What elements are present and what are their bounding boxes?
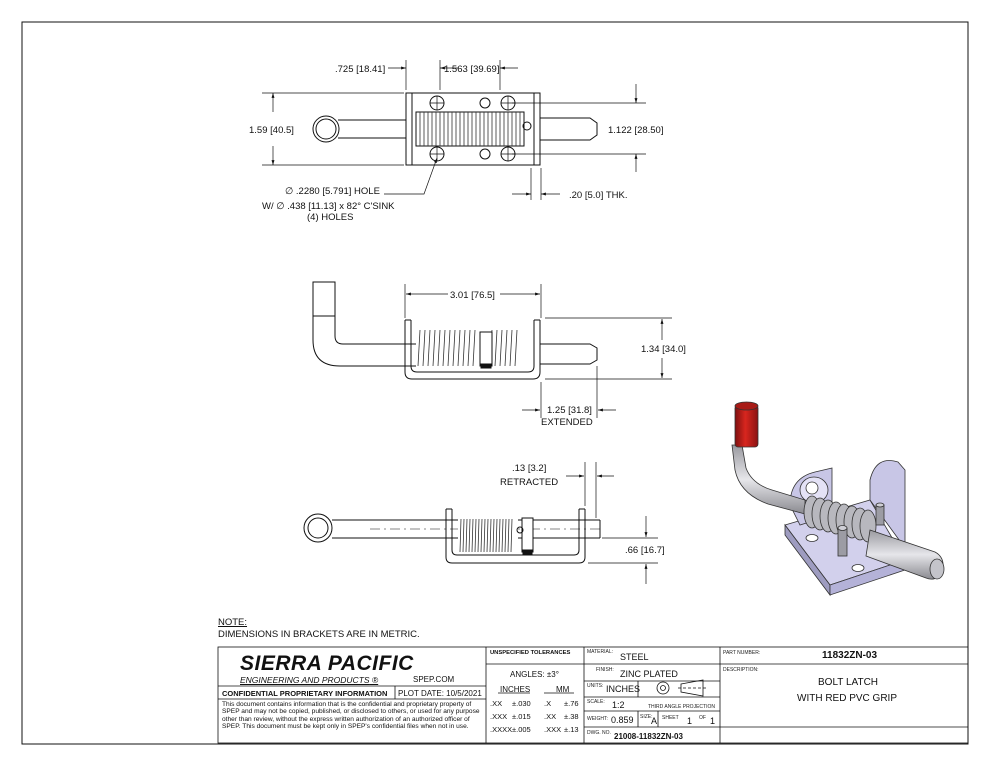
weight-value: 0.859 [611, 715, 634, 725]
material-label: MATERIAL: [587, 649, 614, 655]
sheet-total: 1 [710, 716, 716, 726]
tolerance-row: .XXX ±.015 [490, 712, 531, 721]
dim-bottom-height: .66 [16.7] [625, 545, 665, 556]
dim-side-height: 1.34 [34.0] [641, 344, 686, 355]
top-view [312, 92, 598, 166]
projection-label: THIRD ANGLE PROJECTION [648, 704, 715, 710]
tolerance-row-mm: .X ±.76 [544, 699, 579, 708]
dim-thickness: .20 [5.0] THK. [569, 190, 627, 201]
note-text: DIMENSIONS IN BRACKETS ARE IN METRIC. [218, 629, 420, 640]
hole-note-line-1: ∅ .2280 [5.791] HOLE [285, 186, 380, 197]
scale-label: SCALE: [587, 699, 605, 705]
sheet-value: 1 [687, 716, 693, 726]
units-value: INCHES [606, 684, 641, 694]
part-number-label: PART NUMBER: [723, 650, 761, 656]
tolerance-row-mm: .XX ±.38 [544, 712, 579, 721]
dim-length: 3.01 [76.5] [450, 290, 495, 301]
hole-note-line-2: W/ ∅ .438 [11.13] x 82° C'SINK [262, 201, 395, 212]
description-line-1: BOLT LATCH [818, 677, 879, 688]
size-value: A [651, 716, 658, 726]
dim-hole-span: 1.122 [28.50] [608, 125, 663, 136]
company-website: SPEP.COM [413, 675, 455, 684]
company-logo: SIERRA PACIFIC [240, 652, 414, 675]
description-label: DESCRIPTION: [723, 667, 759, 673]
tolerance-row: .XXXX ±.005 [490, 725, 531, 734]
scale-value: 1:2 [612, 700, 625, 710]
hole-note-line-3: (4) HOLES [307, 212, 353, 223]
third-angle-projection-icon [656, 679, 706, 697]
isometric-render [731, 401, 945, 597]
retracted-label: RETRACTED [500, 477, 558, 488]
confidential-text: This document contains information that … [222, 701, 480, 731]
sheet-of-label: OF [699, 715, 706, 721]
sheet-label: SHEET [662, 715, 679, 721]
tolerance-row: .XX ±.030 [490, 699, 531, 708]
description-line-2: WITH RED PVC GRIP [797, 693, 898, 704]
dim-retracted: .13 [3.2] [512, 463, 546, 474]
bottom-view [303, 508, 601, 564]
sheet-border [21, 21, 969, 745]
material-value: STEEL [620, 652, 649, 662]
plot-date: PLOT DATE: 10/5/2021 [398, 689, 482, 698]
weight-label: WEIGHT: [587, 716, 608, 722]
tolerances-angles: ANGLES: ±3° [510, 670, 559, 679]
dim-offset: .725 [18.41] [335, 64, 385, 75]
dim-extended: 1.25 [31.8] [547, 405, 592, 416]
extended-label: EXTENDED [541, 417, 593, 428]
note-heading: NOTE: [218, 617, 248, 628]
units-label: UNITS: [587, 683, 604, 689]
dwg-no-value: 21008-11832ZN-03 [614, 732, 683, 741]
side-view [312, 281, 598, 380]
tolerances-title: UNSPECIFIED TOLERANCES [490, 650, 571, 656]
dwg-no-label: DWG. NO. [587, 730, 611, 736]
size-label: SIZE: [640, 714, 653, 720]
finish-label: FINISH: [596, 667, 614, 673]
tolerances-mm-header: MM [556, 685, 570, 694]
confidential-title: CONFIDENTIAL PROPRIETARY INFORMATION [222, 689, 388, 698]
dim-height: 1.59 [40.5] [249, 125, 294, 136]
part-number-value: 11832ZN-03 [822, 650, 878, 661]
company-subtitle: ENGINEERING AND PRODUCTS ® [240, 675, 379, 685]
tolerances-inches-header: INCHES [500, 685, 531, 694]
finish-value: ZINC PLATED [620, 669, 678, 679]
tolerance-row-mm: .XXX ±.13 [544, 725, 579, 734]
dim-bracket: 1.563 [39.69] [444, 64, 499, 75]
title-block-grid [217, 646, 969, 744]
